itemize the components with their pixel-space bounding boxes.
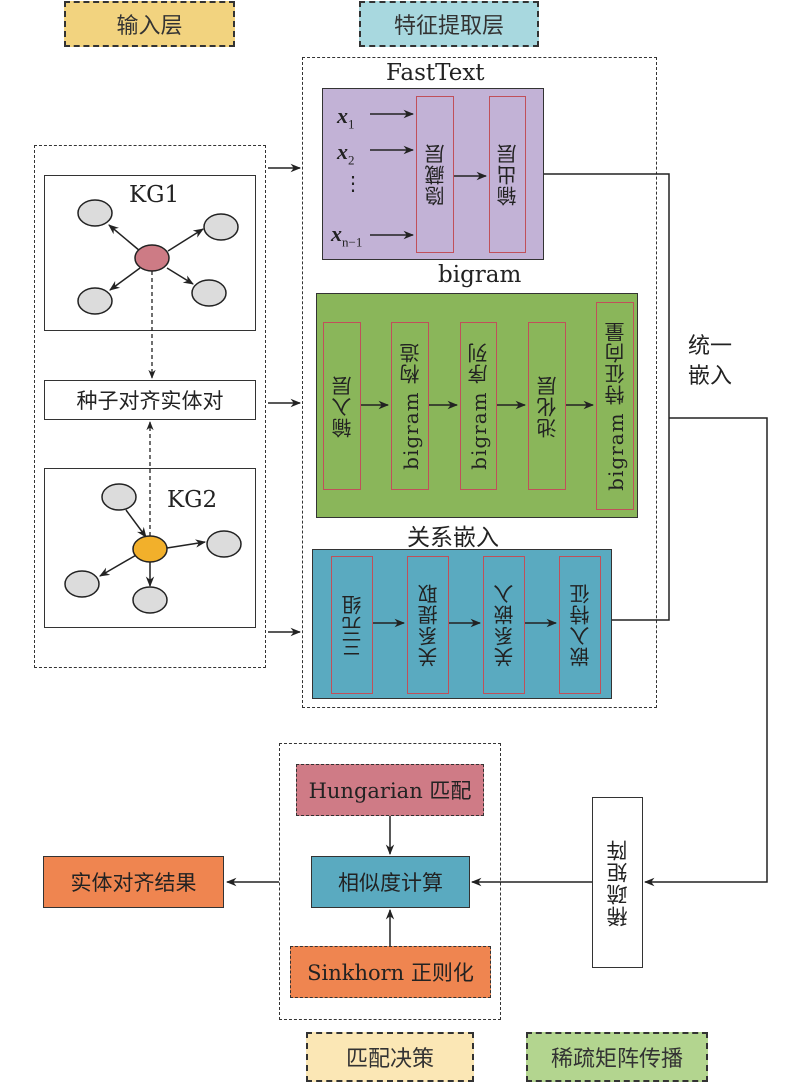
sinkhorn-box: Sinkhorn 正则化 xyxy=(290,946,491,998)
relation-panel: 三元组 关系提取 关系嵌入 嵌入特征 xyxy=(312,549,612,699)
input-region xyxy=(34,145,266,668)
unified-to-sparse-line xyxy=(643,417,768,887)
fasttext-output-layer: 输出层 xyxy=(489,96,526,253)
fasttext-title: FastText xyxy=(386,60,485,86)
bigram-step-construct: bigram 构造 xyxy=(391,322,429,490)
legend-feature-layer: 特征提取层 xyxy=(359,1,539,47)
relation-step-triples: 三元组 xyxy=(331,556,373,694)
seed-pairs-label: 种子对齐实体对 xyxy=(76,389,224,413)
bigram-step-pooling: 池化层 xyxy=(528,322,566,490)
bigram-step-feature-vector: bigram 特征向量 xyxy=(596,302,634,510)
bigram-panel: 输入层 bigram 构造 bigram 序列 池化层 bigram 特征向量 xyxy=(316,293,638,518)
hungarian-box: Hungarian 匹配 xyxy=(296,764,484,816)
relation-step-extract: 关系提取 xyxy=(407,556,449,694)
legend-sparse-propagation: 稀疏矩阵传播 xyxy=(526,1032,708,1082)
legend-match-decision: 匹配决策 xyxy=(306,1032,474,1082)
unified-embedding-label: 统一 嵌入 xyxy=(688,334,733,389)
legend-feature-layer-label: 特征提取层 xyxy=(393,14,504,39)
kg2-box: KG2 xyxy=(44,468,256,628)
bigram-title: bigram xyxy=(438,262,522,288)
result-box: 实体对齐结果 xyxy=(43,856,224,908)
bigram-step-sequence: bigram 序列 xyxy=(460,322,497,490)
relation-title: 关系嵌入 xyxy=(407,525,499,551)
legend-input-layer: 输入层 xyxy=(64,1,235,47)
bigram-step-input: 输入层 xyxy=(323,322,361,490)
relation-step-feature: 嵌入特征 xyxy=(559,556,601,694)
legend-input-layer-label: 输入层 xyxy=(116,14,183,39)
fasttext-input-n-1: xn−1 xyxy=(331,221,363,250)
kg2-label: KG2 xyxy=(167,487,218,513)
legend-sparse-propagation-label: 稀疏矩阵传播 xyxy=(550,1047,683,1072)
seed-pairs-box: 种子对齐实体对 xyxy=(44,380,256,420)
relation-step-embed: 关系嵌入 xyxy=(483,556,525,694)
legend-match-decision-label: 匹配决策 xyxy=(345,1047,434,1072)
similarity-box: 相似度计算 xyxy=(311,856,470,908)
fasttext-input-1: x1 xyxy=(337,103,355,132)
fasttext-input-ellipsis: ⋮ xyxy=(343,171,363,195)
kg1-label: KG1 xyxy=(129,182,180,208)
fasttext-panel: x1 x2 ⋮ xn−1 隐藏层 输出层 xyxy=(322,88,544,260)
fasttext-input-2: x2 xyxy=(337,139,355,168)
fasttext-hidden-layer: 隐藏层 xyxy=(416,96,454,253)
sparse-matrix-box: 稀疏矩阵 xyxy=(592,797,643,968)
kg1-box: KG1 xyxy=(44,175,256,331)
